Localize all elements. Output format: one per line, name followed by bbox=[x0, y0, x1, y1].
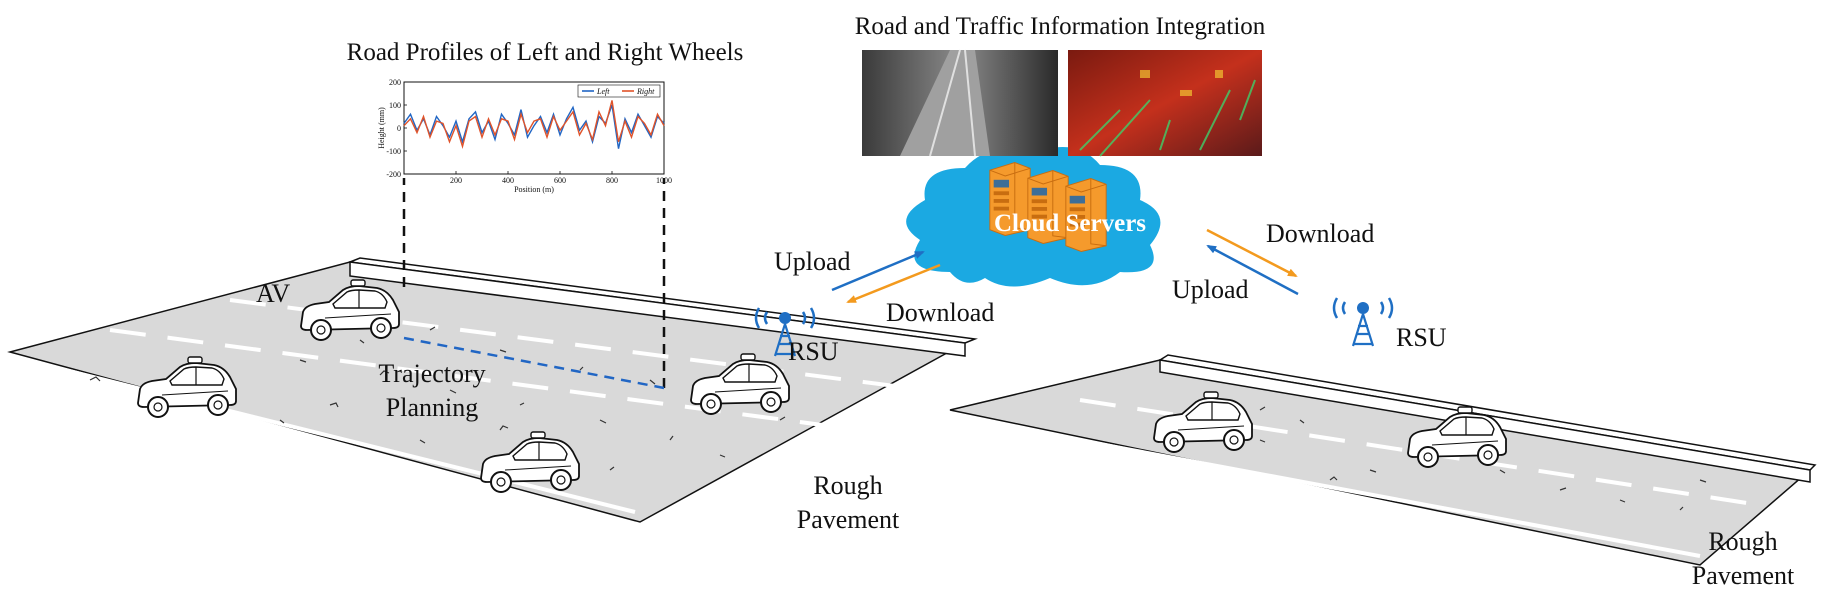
legend-label: Left bbox=[596, 87, 610, 96]
chart-plot-area bbox=[403, 81, 665, 175]
rough-pavement-cracks bbox=[89, 326, 786, 471]
x-tick-label: 800 bbox=[606, 176, 618, 185]
trajectory-label-line2: Planning bbox=[386, 393, 478, 422]
rsu-tower-icon bbox=[1332, 296, 1394, 348]
x-tick-label: 400 bbox=[502, 176, 514, 185]
series-line-right bbox=[403, 100, 665, 149]
right-link-arrows bbox=[1206, 228, 1299, 296]
left-link-arrows bbox=[831, 250, 941, 304]
cloud-servers: Cloud Servers bbox=[906, 147, 1161, 287]
y-tick-label: 200 bbox=[389, 78, 401, 87]
rough-pavement-label-right-1: Rough bbox=[1708, 527, 1777, 556]
chart-legend: Left Right bbox=[577, 84, 661, 98]
rough-pavement-label-left-2: Pavement bbox=[797, 505, 900, 534]
download-label-right: Download bbox=[1266, 219, 1374, 248]
rsu-label-right: RSU bbox=[1396, 323, 1447, 352]
av-label: AV bbox=[256, 279, 290, 308]
trajectory-label-line1: Trajectory bbox=[378, 359, 485, 388]
y-tick-label: -200 bbox=[386, 170, 401, 179]
legend-label: Right bbox=[636, 87, 655, 96]
cloud-servers-label: Cloud Servers bbox=[994, 210, 1146, 237]
right-road bbox=[949, 354, 1817, 566]
x-tick-label: 600 bbox=[554, 176, 566, 185]
integration-title: Road and Traffic Information Integration bbox=[855, 13, 1266, 40]
y-tick-label: -100 bbox=[386, 147, 401, 156]
rough-pavement-label-left-1: Rough bbox=[813, 471, 882, 500]
y-axis-label: Height (mm) bbox=[377, 107, 386, 149]
download-arrow-right bbox=[1206, 228, 1298, 278]
download-label-left: Download bbox=[886, 298, 994, 327]
series-line-left bbox=[403, 104, 665, 149]
upload-label-left: Upload bbox=[774, 247, 851, 276]
x-axis-label: Position (m) bbox=[514, 185, 554, 194]
y-tick-label: 100 bbox=[389, 101, 401, 110]
upload-arrow-right bbox=[1206, 244, 1299, 296]
legend-box bbox=[577, 84, 661, 98]
road-profiles-title: Road Profiles of Left and Right Wheels bbox=[347, 39, 744, 66]
camera-image bbox=[862, 49, 1058, 157]
upload-label-right: Upload bbox=[1172, 275, 1249, 304]
x-tick-label: 200 bbox=[450, 176, 462, 185]
upload-arrow-left bbox=[831, 250, 925, 292]
lidar-image bbox=[1068, 50, 1262, 157]
rsu-label-left: RSU bbox=[788, 337, 839, 366]
road-profile-chart: -200 -100 0 100 200 200 400 600 800 1000Position … bbox=[377, 78, 672, 194]
lidar-image-icon bbox=[1068, 50, 1262, 156]
download-arrow-left bbox=[846, 263, 941, 304]
x-tick-label: 1000 bbox=[656, 176, 672, 185]
rough-pavement-label-right-2: Pavement bbox=[1692, 561, 1795, 590]
y-tick-label: 0 bbox=[397, 124, 401, 133]
left-road bbox=[7, 257, 978, 523]
